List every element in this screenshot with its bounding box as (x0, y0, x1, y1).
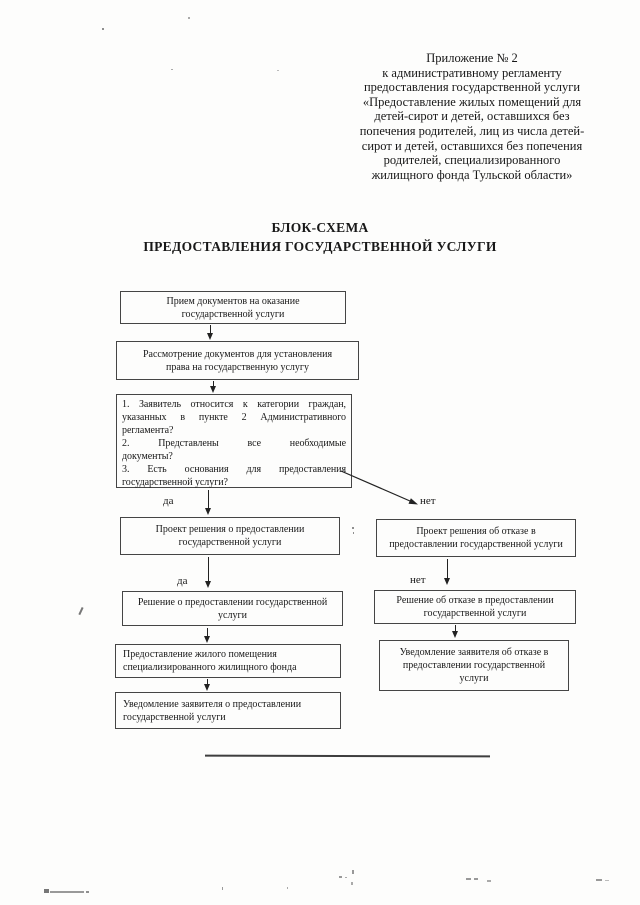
text-line: регламента? (122, 425, 174, 436)
scan-artifact (287, 887, 288, 889)
flow-node-refusal-decision: Решение об отказе в предоставлении госуд… (374, 590, 576, 624)
appendix-line: Приложение № 2 (426, 51, 518, 65)
scan-artifact (277, 70, 279, 71)
scan-artifact (352, 527, 354, 529)
scan-artifact (605, 880, 609, 881)
text-line: Проект решения об отказе в (416, 526, 536, 537)
scan-artifact (188, 17, 190, 19)
flow-node-review-documents: Рассмотрение документов для установления… (116, 341, 359, 380)
text-line: Уведомление заявителя об отказе в (399, 647, 549, 658)
text-line: указанных в пункте 2 Административного (122, 412, 346, 423)
text-line: Предоставление жилого помещения (123, 649, 277, 660)
footer-rule (204, 754, 491, 757)
label-yes-1: да (163, 495, 174, 507)
scan-artifact (596, 879, 602, 881)
text-line: специализированного жилищного фонда (123, 662, 297, 673)
scan-artifact (487, 880, 491, 882)
text-line: Проект решения о предоставлении (155, 524, 305, 535)
arrow-receive-to-review (206, 325, 214, 340)
arrow-review-to-decision (209, 381, 217, 393)
flow-node-draft-grant-decision: Проект решения о предоставлении государс… (120, 517, 340, 555)
text-line: государственной услуги (423, 608, 527, 619)
appendix-line: «Предоставление жилых помещений для (362, 94, 582, 109)
text-line: государственной услуги (181, 308, 285, 320)
text-line: Решение о предоставлении государственной (137, 596, 328, 608)
text-line: услуги (218, 609, 247, 621)
label-no-1: нет (420, 495, 436, 507)
appendix-line: попечения родителей, лиц из числа детей- (359, 123, 585, 138)
flow-node-draft-refusal-decision: Проект решения об отказе в предоставлени… (376, 519, 576, 557)
label-yes-2: да (177, 575, 188, 587)
arrow-draft-grant-to-grant (204, 557, 212, 588)
arrow-housing-to-notify (203, 679, 211, 691)
appendix-line: детей-сирот и детей, оставшихся без (374, 109, 570, 124)
flow-node-provide-housing: Предоставление жилого помещения специали… (115, 644, 341, 678)
flow-node-notify-grant: Уведомление заявителя о предоставлении г… (115, 692, 341, 729)
text-line: предоставлении государственной услуги (389, 539, 563, 550)
text-line: права на государственную услугу (165, 361, 310, 373)
flow-node-decision-criteria: 1. Заявитель относится к категории гражд… (116, 394, 352, 488)
text-line: государственной услуги (123, 711, 226, 723)
appendix-line: жилищного фонда Тульской области» (371, 167, 573, 182)
text-line: 2. Представлены все необходимые (122, 438, 346, 449)
document-title: БЛОК-СХЕМА ПРЕДОСТАВЛЕНИЯ ГОСУДАРСТВЕННО… (0, 219, 640, 256)
appendix-reference: Приложение № 2 к административному регла… (328, 51, 616, 182)
appendix-line: родителей, специализированного (383, 153, 561, 168)
scan-artifact (222, 887, 223, 890)
scan-artifact (339, 876, 342, 878)
scan-artifact (474, 878, 478, 880)
title-line-2: ПРЕДОСТАВЛЕНИЯ ГОСУДАРСТВЕННОЙ УСЛУГИ (143, 238, 497, 254)
text-line: Решение об отказе в предоставлении (396, 595, 554, 606)
scan-artifact (466, 878, 471, 880)
scan-artifact (78, 607, 84, 615)
text-line: предоставлении государственной (402, 660, 546, 671)
appendix-line: предоставления государственной услуги (363, 80, 581, 95)
scan-artifact (50, 891, 84, 893)
text-line: Прием документов на оказание (166, 295, 300, 307)
text-line: услуги (459, 673, 489, 684)
arrow-draft-refusal-to-refusal (443, 559, 451, 585)
text-line: 1. Заявитель относится к категории гражд… (122, 399, 346, 410)
text-line: Уведомление заявителя о предоставлении (123, 698, 302, 710)
text-line: государственной услуги (178, 537, 282, 548)
arrow-decision-to-draft-grant (204, 490, 212, 515)
text-line: 3. Есть основания для предоставления (122, 464, 346, 475)
scan-artifact (352, 870, 354, 874)
scan-artifact (351, 882, 353, 885)
scan-artifact (44, 889, 49, 893)
label-no-2: нет (410, 574, 426, 586)
flow-node-notify-refusal: Уведомление заявителя об отказе в предос… (379, 640, 569, 691)
scan-artifact (353, 532, 354, 534)
appendix-line: к административному регламенту (382, 65, 562, 80)
arrow-no-diagonal (340, 470, 418, 505)
text-line: документы? (122, 451, 173, 462)
text-line: государственной услуги? (122, 477, 228, 488)
appendix-line: сирот и детей, оставшихся без попечения (361, 138, 583, 153)
text-line: Рассмотрение документов для установления (142, 348, 333, 360)
title-line-1: БЛОК-СХЕМА (271, 220, 369, 235)
arrow-grant-to-housing (203, 628, 211, 643)
flow-node-grant-decision: Решение о предоставлении государственной… (122, 591, 343, 626)
scan-artifact (171, 69, 173, 70)
flow-node-receive-documents: Прием документов на оказание государстве… (120, 291, 346, 324)
scan-artifact (86, 891, 89, 893)
scan-artifact (345, 877, 347, 878)
scan-artifact (102, 28, 104, 30)
arrow-refusal-to-notify (451, 625, 459, 638)
